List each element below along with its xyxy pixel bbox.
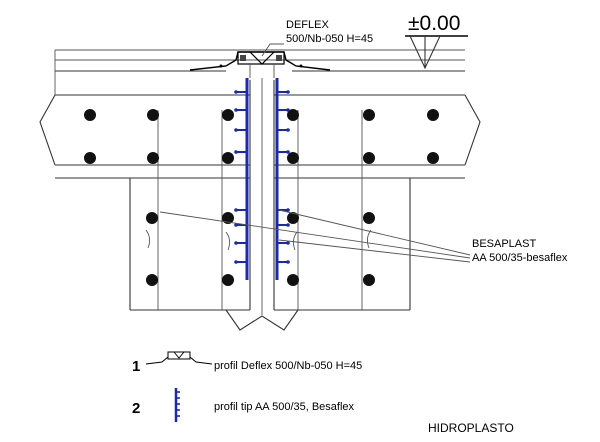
deflex-profile [189, 51, 331, 78]
rebar [147, 152, 159, 164]
walls [129, 78, 411, 331]
rebars [84, 109, 439, 286]
rebar [363, 274, 375, 286]
deflex-spec-label: 500/Nb-050 H=45 [286, 33, 373, 45]
rebar [147, 109, 159, 121]
profile-rib-end [286, 241, 290, 245]
deflex-callout: DEFLEX 500/Nb-050 H=45 [261, 19, 373, 57]
legend-text-1: profil Deflex 500/Nb-050 H=45 [214, 360, 362, 372]
rebar [287, 152, 299, 164]
profile-rib-end [234, 108, 238, 112]
legend-text-2: profil tip AA 500/35, Besaflex [214, 401, 355, 413]
concrete-slab [39, 94, 481, 179]
legend-number-2: 2 [132, 400, 140, 417]
rebar [84, 152, 96, 164]
profile-rib-end [286, 128, 290, 132]
profile-rib-end [286, 208, 290, 212]
profile-rib-end [234, 260, 238, 264]
profile-rib-end [234, 90, 238, 94]
rebar [84, 109, 96, 121]
rebar [287, 274, 299, 286]
profile-rib-end [286, 223, 290, 227]
besaplast-name-label: BESAPLAST [472, 238, 536, 250]
besaplast-spec-label: AA 500/35-besaflex [472, 252, 568, 264]
rebar [363, 152, 375, 164]
rebar [222, 152, 234, 164]
rebar [222, 212, 234, 224]
level-marker: ±0.00 [405, 12, 468, 70]
floor-layers [54, 49, 465, 96]
profile-rib-end [234, 208, 238, 212]
legend: 1 profil Deflex 500/Nb-050 H=45 2 profil… [132, 351, 362, 422]
rebar [146, 212, 158, 224]
profile-rib-end [286, 150, 290, 154]
deflex-name-label: DEFLEX [286, 19, 329, 31]
rebar [363, 212, 375, 224]
besaplast-profiles [234, 78, 290, 280]
rebar [427, 109, 439, 121]
profile-rib-end [286, 260, 290, 264]
brand-label: HIDROPLASTO [428, 421, 514, 435]
profile-rib-end [286, 90, 290, 94]
besaflex-legend-icon [174, 388, 180, 422]
rebar [222, 274, 234, 286]
profile-rib-end [234, 241, 238, 245]
rebar [287, 212, 299, 224]
besaplast-callout: BESAPLAST AA 500/35-besaflex [159, 209, 568, 264]
rebar [222, 109, 234, 121]
rebar [427, 152, 439, 164]
rebar [287, 109, 299, 121]
rebar [363, 109, 375, 121]
profile-rib-end [234, 150, 238, 154]
level-marker-text: ±0.00 [408, 12, 460, 35]
profile-rib-end [234, 223, 238, 227]
profile-rib-end [286, 108, 290, 112]
profile-rib-end [234, 128, 238, 132]
rebar [146, 274, 158, 286]
deflex-legend-icon [145, 351, 213, 365]
legend-number-1: 1 [132, 358, 140, 375]
